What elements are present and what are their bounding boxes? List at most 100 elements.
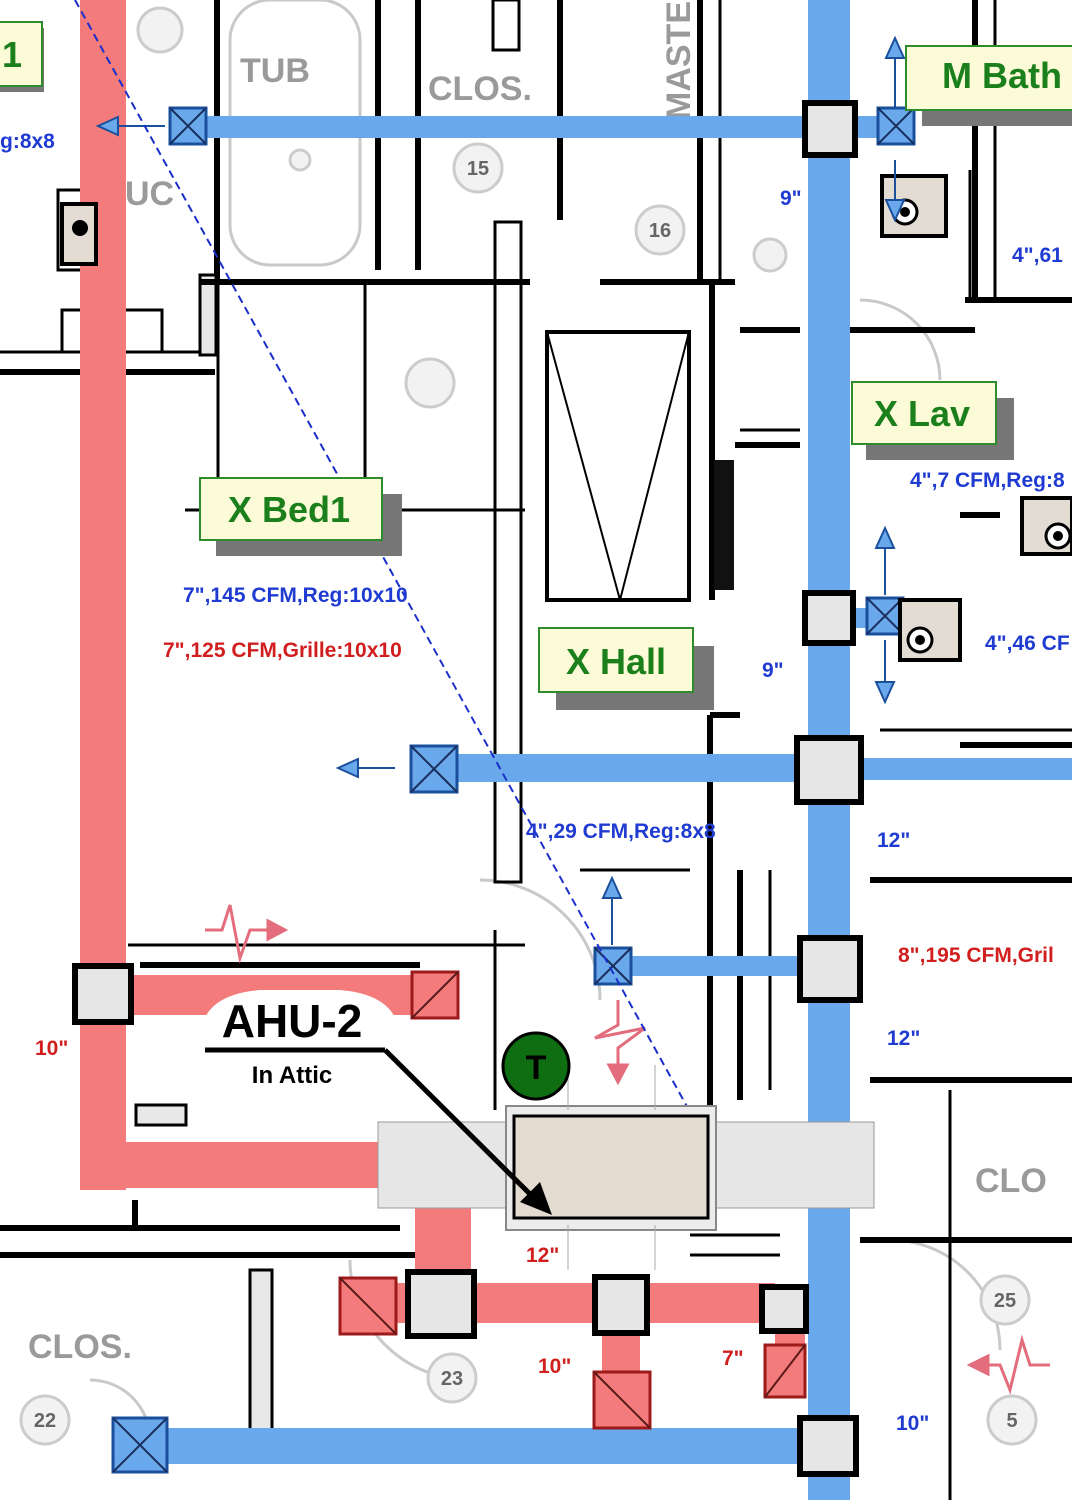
supply-branch-hall [455, 754, 810, 782]
annotation-mbath-supply: 4",61 [1012, 244, 1063, 267]
room-labels: 1 M Bath X Lav X Bed1 X Hall [0, 21, 1072, 710]
airflow-arrows [95, 35, 906, 945]
return-grilles [338, 970, 807, 1430]
arrow-icon [335, 757, 395, 779]
ahu-name: AHU-2 [222, 995, 363, 1047]
svg-text:23: 23 [441, 1368, 463, 1390]
svg-text:5: 5 [1006, 1410, 1017, 1432]
svg-text:X Hall: X Hall [566, 641, 666, 682]
plan-text: TUB CLOS. MASTE CLOS. CLO UC [28, 1, 1047, 1366]
size-label: 9" [780, 187, 802, 210]
room-label-partial: 1 [0, 21, 44, 92]
supply-bottom-run [165, 1428, 810, 1464]
size-label: 7" [722, 1347, 744, 1370]
annotation-hall-supply: 4",29 CFM,Reg:8x8 [526, 820, 716, 843]
svg-text:M Bath: M Bath [942, 55, 1062, 96]
size-label: 12" [526, 1244, 559, 1267]
exhaust-fans [60, 174, 1072, 662]
return-trunk-horizontal [80, 1142, 380, 1188]
room-tag: 25 [979, 1274, 1031, 1326]
zigzag-arrow-icon [205, 904, 289, 964]
annotation-bed1-supply: 7",145 CFM,Reg:10x10 [183, 584, 408, 607]
svg-text:15: 15 [467, 158, 489, 180]
room-tag: 22 [19, 1394, 71, 1446]
room-label-x-hall: X Hall [538, 627, 714, 710]
return-fitting [72, 963, 134, 1025]
supply-fitting [802, 590, 856, 646]
room-tag: 5 [986, 1394, 1038, 1446]
room-label-m-bath: M Bath [905, 45, 1072, 126]
closet-label-bottom: CLOS. [28, 1328, 132, 1366]
annotation-right-return: 8",195 CFM,Gril [898, 944, 1054, 967]
return-grille-icon [763, 1343, 807, 1399]
return-grille-icon [338, 1276, 398, 1336]
size-label: 10" [896, 1412, 929, 1435]
supply-register-icon [593, 946, 633, 986]
tub-label: TUB [240, 52, 310, 90]
ahu-location: In Attic [252, 1062, 332, 1089]
exhaust-fan-icon [1020, 496, 1072, 556]
arrow-icon [884, 160, 906, 223]
supply-register-icon [865, 596, 905, 636]
annotation-bed1-return: 7",125 CFM,Grille:10x10 [163, 639, 402, 662]
supply-branch-bottom [630, 956, 810, 976]
room-tag: 23 [426, 1352, 478, 1404]
zigzag-arrow-icon [966, 1334, 1050, 1395]
return-fitting [592, 1274, 650, 1336]
supply-fitting [802, 100, 858, 158]
supply-fitting [797, 935, 863, 1003]
svg-text:1: 1 [2, 34, 22, 75]
room-tags: 15 16 23 22 25 5 [19, 142, 1038, 1446]
return-flow-symbols [205, 904, 1050, 1395]
arrow-icon [601, 875, 623, 945]
room-tag: 15 [452, 142, 504, 194]
closet-label-top: CLOS. [428, 70, 532, 108]
return-fitting [405, 1269, 477, 1339]
annotation-lav-supply-2: 4",46 CF [985, 632, 1070, 655]
duct-annotations: g:8x8 7",145 CFM,Reg:10x10 7",125 CFM,Gr… [0, 130, 1070, 1435]
uc-label: UC [125, 175, 174, 213]
supply-register-icon [876, 106, 916, 146]
room-tag: 16 [634, 204, 686, 256]
closet-label-right: CLO [975, 1162, 1047, 1200]
exhaust-fan-icon [898, 598, 962, 662]
supply-fitting [794, 735, 864, 805]
arrow-icon [874, 525, 896, 595]
arrow-icon [884, 35, 906, 108]
exhaust-fan-icon [60, 202, 98, 266]
master-label: MASTE [660, 1, 698, 120]
room-label-x-bed1: X Bed1 [199, 477, 402, 556]
size-label: 12" [887, 1027, 920, 1050]
supply-register-icon [168, 106, 208, 146]
size-label: 10" [35, 1037, 68, 1060]
size-label: 12" [877, 829, 910, 852]
size-label: 10" [538, 1355, 571, 1378]
return-fitting [759, 1284, 809, 1334]
supply-fitting [797, 1415, 859, 1477]
room-label-x-lav: X Lav [851, 381, 1014, 460]
ahu-callout: AHU-2 In Attic [200, 990, 552, 1215]
size-label: 9" [762, 659, 784, 682]
svg-text:22: 22 [34, 1410, 56, 1432]
thermostat-label: T [526, 1049, 547, 1087]
annotation-top-left: g:8x8 [0, 130, 55, 153]
supply-registers [111, 106, 916, 1474]
supply-branch-bath [205, 116, 810, 138]
arrow-icon [95, 115, 165, 137]
supply-register-icon [111, 1416, 169, 1474]
supply-register-icon [409, 744, 459, 794]
thermostat-icon[interactable]: T [501, 1031, 571, 1101]
return-grille-icon [592, 1370, 652, 1430]
zigzag-arrow-icon [594, 1000, 646, 1086]
duct-fittings [72, 100, 864, 1477]
annotation-lav-supply: 4",7 CFM,Reg:8 [910, 469, 1065, 492]
supply-ductwork [165, 0, 1072, 1500]
svg-text:16: 16 [649, 220, 671, 242]
svg-text:25: 25 [994, 1290, 1016, 1312]
return-grille-icon [410, 970, 460, 1020]
svg-text:X Lav: X Lav [874, 393, 970, 434]
arrow-icon [874, 640, 896, 705]
thermostat-wire [74, 0, 701, 1131]
